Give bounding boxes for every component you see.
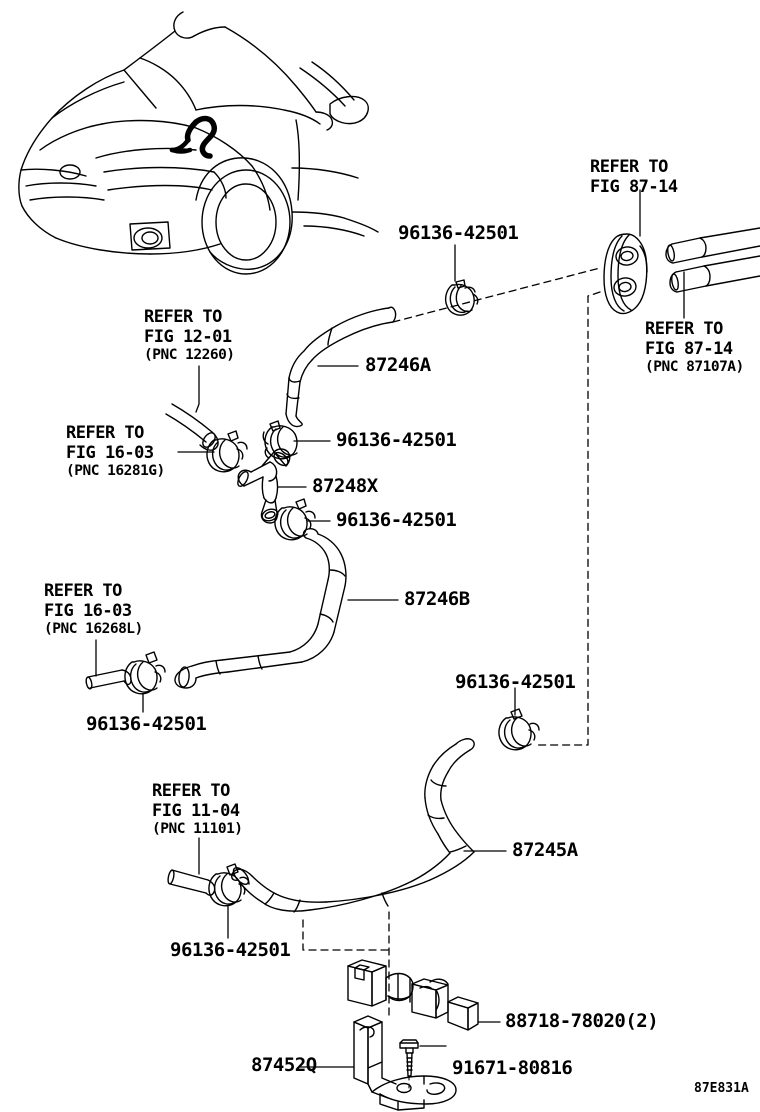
- label-hose-87246A: 87246A: [365, 354, 431, 376]
- grommet-87107A: [603, 233, 648, 315]
- highlighted-hose-tail: [169, 137, 193, 154]
- label-clip-88718: 88718-78020(2): [505, 1010, 659, 1032]
- bolt-91671-80816: [399, 1039, 419, 1077]
- hose-87246B: [174, 528, 347, 689]
- label-clamp-top: 96136-42501: [398, 222, 519, 244]
- label-bolt-91671: 91671-80816: [452, 1057, 573, 1079]
- bracket-87452Q: [353, 1015, 457, 1111]
- ref-line-2: FIG 11-04: [152, 800, 240, 821]
- label-bracket-87452Q: 87452Q: [251, 1054, 317, 1076]
- label-clamp-right-mid: 96136-42501: [455, 671, 576, 693]
- pipe-ref-11-04: [167, 869, 216, 896]
- ref-line-3: (PNC 87107A): [645, 359, 744, 376]
- ref-fig-87-14-top: REFER TO FIG 87-14: [590, 157, 678, 197]
- clamp-96136-botleft: [208, 863, 250, 907]
- ref-line-2: FIG 16-03: [44, 600, 132, 621]
- ref-line-1: REFER TO: [66, 423, 144, 443]
- pipe-ref-16-03-l: [85, 669, 132, 690]
- ref-line-3: (PNC 16281G): [66, 463, 165, 480]
- ref-line-1: REFER TO: [144, 307, 222, 327]
- ref-fig-16-03-16281G: REFER TO FIG 16-03 (PNC 16281G): [66, 423, 165, 480]
- ref-line-1: REFER TO: [590, 157, 668, 177]
- pipe-ref-12-01: [165, 403, 219, 451]
- clamp-96136-rightmid: [498, 708, 540, 751]
- label-clamp-mid2: 96136-42501: [336, 509, 457, 531]
- ref-line-2: FIG 87-14: [645, 338, 733, 359]
- ref-line-2: FIG 12-01: [144, 326, 232, 347]
- clamp-96136-mid2: [274, 498, 316, 541]
- car-outline-group: [18, 11, 379, 275]
- hose-87245A: [231, 738, 475, 913]
- label-connector-87248X: 87248X: [312, 475, 378, 497]
- ref-line-3: (PNC 12260): [144, 347, 235, 364]
- pipe-stub-upper: [665, 227, 760, 264]
- dashed-leader-top: [392, 267, 601, 323]
- label-hose-87246B: 87246B: [404, 588, 470, 610]
- ref-line-2: FIG 87-14: [590, 176, 678, 197]
- label-hose-87245A: 87245A: [512, 839, 578, 861]
- clip-88718-78020: [347, 959, 479, 1031]
- label-clamp-bot-left: 96136-42501: [170, 939, 291, 961]
- ref-line-1: REFER TO: [645, 319, 723, 339]
- dashed-leader-lower-branch: [534, 291, 601, 746]
- connector-87248X: [237, 448, 291, 524]
- ref-fig-16-03-16268L: REFER TO FIG 16-03 (PNC 16268L): [44, 581, 143, 638]
- ref-fig-11-04: REFER TO FIG 11-04 (PNC 11101): [152, 781, 243, 838]
- clamp-96136-leftlow: [124, 651, 166, 695]
- figure-code: 87E831A: [694, 1081, 749, 1096]
- leader-lines: [95, 189, 685, 1068]
- dashed-bracket-connector: [302, 911, 390, 1021]
- label-clamp-left-low: 96136-42501: [86, 713, 207, 735]
- clamp-96136-ref1603g: [206, 430, 248, 473]
- ref-fig-87-14-bottom: REFER TO FIG 87-14 (PNC 87107A): [645, 319, 744, 376]
- clamp-96136-top: [444, 279, 479, 316]
- ref-line-3: (PNC 11101): [152, 821, 243, 838]
- ref-fig-12-01: REFER TO FIG 12-01 (PNC 12260): [144, 307, 235, 364]
- pipe-stub-lower: [669, 255, 760, 293]
- ref-line-3: (PNC 16268L): [44, 621, 143, 638]
- hose-87246A: [285, 306, 397, 428]
- ref-line-2: FIG 16-03: [66, 442, 154, 463]
- ref-line-1: REFER TO: [44, 581, 122, 601]
- ref-line-1: REFER TO: [152, 781, 230, 801]
- label-clamp-mid1: 96136-42501: [336, 429, 457, 451]
